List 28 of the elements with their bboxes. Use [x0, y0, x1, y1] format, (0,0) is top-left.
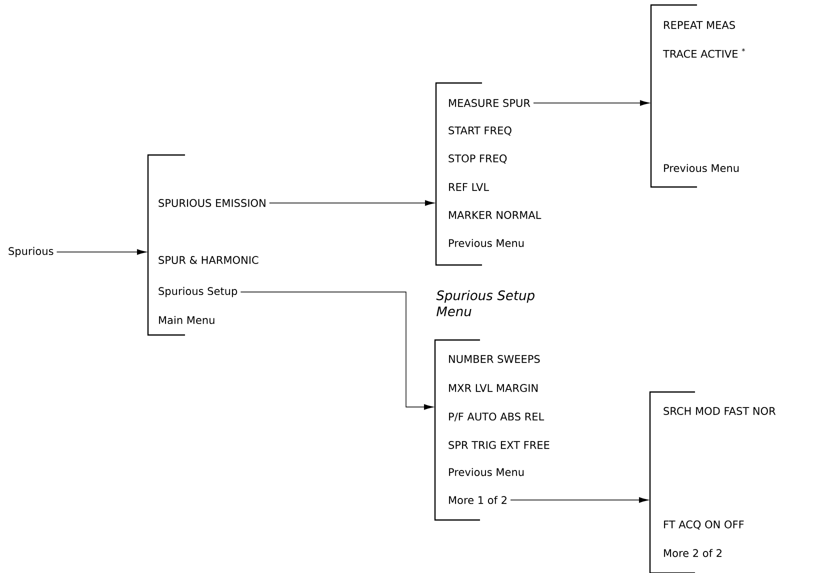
- menu-item: REPEAT MEAS: [664, 21, 735, 29]
- menu-item: SPURIOUS EMISSION: [158, 199, 266, 207]
- menu-item: STOP FREQ: [448, 154, 507, 164]
- menu-item: START FREQ: [448, 126, 512, 136]
- menu-item: Previous Menu: [449, 468, 524, 476]
- menu-item: TRACE ACTIVE $^{*}$: [662, 48, 746, 58]
- menu-item: P/F AUTO ABS REL: [449, 412, 544, 422]
- menu-item: Main Menu: [159, 316, 214, 324]
- arrow: [533, 100, 650, 106]
- menu-item: SPR TRIG EXT FREE: [448, 441, 550, 449]
- menu-item: MARKER NORMAL: [449, 211, 542, 219]
- menu-item: MEASURE SPUR: [449, 99, 530, 107]
- menu-item: MXR LVL MARGIN: [449, 384, 538, 392]
- menu-item: FT ACQ ON OFF: [664, 520, 744, 530]
- menu-item: Previous Menu: [449, 238, 524, 248]
- menu-item: More 2 of 2: [664, 548, 722, 558]
- menu-item: SRCH MOD FAST NOR: [664, 407, 776, 415]
- arrow: [269, 200, 434, 206]
- arrow: [510, 497, 648, 503]
- arrow: [240, 292, 434, 410]
- menu-item: Previous Menu: [664, 164, 739, 172]
- arrow: [56, 249, 146, 255]
- menu-item: Spurious Setup: [158, 286, 238, 298]
- menu-item: NUMBER SWEEPS: [449, 355, 540, 363]
- menu-item: SPUR & HARMONIC: [158, 256, 258, 264]
- key-label: Spurious: [8, 246, 54, 258]
- menu-item: More 1 of 2: [449, 496, 506, 504]
- menu-item: REF LVL: [449, 183, 489, 191]
